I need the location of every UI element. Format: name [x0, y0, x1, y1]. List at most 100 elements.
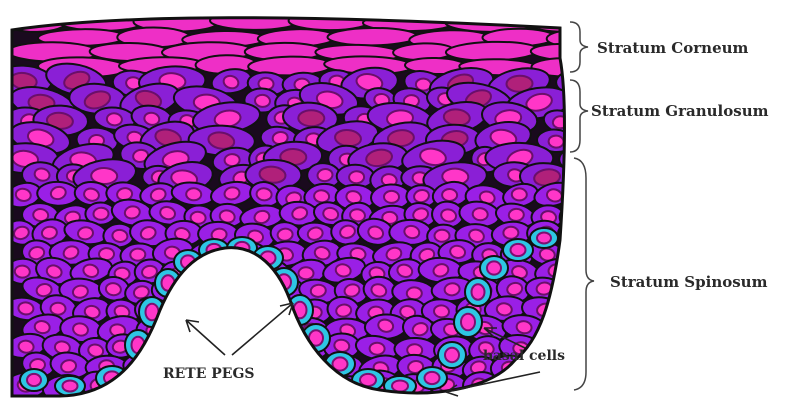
corneum-cell — [210, 12, 297, 31]
cell-nucleus — [277, 228, 293, 242]
label-stratum-spinosum: Stratum Spinosum — [610, 273, 768, 291]
spinous-cell — [216, 257, 257, 285]
spinous-cell — [207, 279, 246, 304]
spinous-cell — [225, 333, 262, 361]
cell-nucleus — [93, 207, 109, 220]
granulosum-bracket — [570, 80, 588, 152]
cell-nucleus — [298, 267, 313, 279]
cell-nucleus — [310, 284, 326, 298]
spinous-cell — [291, 371, 333, 401]
spinous-cell — [200, 317, 235, 343]
spinous-cell — [163, 315, 206, 346]
cell-nucleus — [229, 263, 247, 279]
cell-nucleus — [434, 230, 449, 242]
spinous-cell — [257, 354, 294, 381]
spinous-cell — [558, 220, 600, 246]
cell-nucleus — [574, 247, 591, 261]
label-stratum-corneum: Stratum Corneum — [597, 39, 749, 57]
cell-nucleus — [567, 208, 584, 223]
spinous-cell — [532, 372, 568, 401]
spinous-cell — [560, 237, 604, 270]
cell-nucleus — [407, 287, 422, 299]
basal-cell-nucleus — [63, 381, 78, 392]
cell-nucleus — [218, 283, 236, 299]
spinous-cell — [567, 314, 603, 344]
cell-nucleus — [503, 227, 518, 239]
cell-nucleus — [106, 113, 122, 127]
cell-nucleus — [50, 303, 65, 315]
cell-nucleus — [186, 188, 202, 201]
cell-nucleus — [472, 207, 488, 220]
rete-pegs-arrows — [186, 303, 293, 355]
cell-nucleus — [210, 302, 227, 317]
cell-nucleus — [264, 341, 281, 355]
basal-cell-nucleus — [487, 261, 501, 274]
spinous-cell — [230, 298, 273, 325]
spinous-cell — [560, 372, 595, 401]
basal-cell-nucleus — [445, 348, 459, 362]
cell-nucleus — [130, 248, 146, 261]
cell-nucleus — [254, 94, 270, 107]
rete-pegs-arrow-left — [186, 320, 225, 355]
label-basal-cells: basal cells — [483, 348, 565, 364]
cell-nucleus — [442, 189, 458, 202]
label-stratum-granulosum: Stratum Granulosum — [591, 102, 769, 120]
cell-nucleus — [178, 303, 195, 317]
basal-cell-nucleus — [27, 374, 41, 386]
cell-nucleus — [349, 171, 365, 184]
basal-cell-nucleus — [392, 381, 408, 392]
cell-nucleus — [214, 380, 231, 394]
cell-nucleus — [369, 342, 384, 354]
cell-nucleus — [571, 226, 587, 240]
cell-nucleus — [433, 305, 449, 319]
basal-cell-nucleus — [425, 372, 440, 384]
cell-nucleus — [511, 188, 527, 201]
spinous-cell — [165, 298, 208, 320]
cell-nucleus — [582, 131, 600, 147]
cell-nucleus — [120, 376, 137, 391]
cell-nucleus — [507, 379, 524, 393]
rete-pegs-arrow-right — [232, 303, 293, 355]
cell-nucleus — [580, 339, 598, 355]
cell-nucleus — [185, 281, 203, 297]
cell-nucleus — [244, 303, 262, 319]
cell-nucleus — [298, 110, 324, 126]
spinous-cell — [192, 334, 232, 363]
cell-nucleus — [210, 322, 228, 338]
cell-nucleus — [14, 265, 30, 278]
spinous-cell — [177, 277, 212, 303]
cell-nucleus — [299, 361, 314, 373]
corneum-cell — [327, 28, 417, 46]
spinous-cell — [558, 278, 594, 304]
basal-cell-nucleus — [511, 244, 526, 256]
spinous-cell — [240, 277, 277, 308]
spinosum-bracket — [574, 158, 594, 390]
cell-nucleus — [169, 344, 185, 357]
cell-nucleus — [256, 188, 272, 201]
cell-nucleus — [18, 340, 34, 354]
cell-nucleus — [268, 360, 284, 374]
basal-cell-nucleus — [461, 314, 475, 331]
spinous-cell — [572, 331, 607, 362]
cell-nucleus — [235, 340, 252, 355]
cell-nucleus — [270, 319, 288, 335]
cell-nucleus — [583, 191, 599, 204]
cell-nucleus — [508, 208, 524, 221]
cell-nucleus — [548, 135, 564, 148]
cell-nucleus — [270, 379, 287, 394]
cell-nucleus — [543, 382, 558, 394]
cell-nucleus — [18, 301, 34, 315]
spinous-cell — [203, 296, 236, 323]
spinous-cell — [569, 185, 611, 211]
cell-nucleus — [198, 263, 213, 276]
cell-nucleus — [384, 191, 399, 203]
label-rete-pegs: RETE PEGS — [163, 366, 255, 382]
cell-nucleus — [135, 356, 153, 371]
basal-cell-nucleus — [537, 233, 551, 244]
spinous-cell — [256, 335, 290, 360]
cell-nucleus — [567, 152, 583, 166]
cell-nucleus — [250, 285, 267, 300]
spinous-cell — [560, 297, 603, 325]
spinous-cell — [539, 314, 575, 343]
